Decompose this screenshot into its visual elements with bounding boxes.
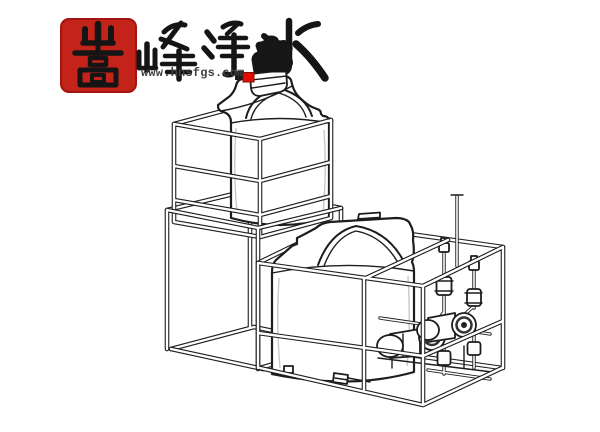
equipment-drawing xyxy=(167,35,503,405)
seal-character-song xyxy=(72,20,124,88)
mount-fitting xyxy=(235,71,243,80)
lower-tank-handle-arch xyxy=(317,225,404,267)
motor-cap xyxy=(263,35,279,45)
foot-valve xyxy=(436,350,452,366)
product-illustration-page: www.hnsfgs.com 嵩 峰净水 xyxy=(40,16,600,416)
brand-logo xyxy=(60,17,329,93)
brand-seal xyxy=(60,18,137,93)
calligraphy-char-feng xyxy=(136,20,198,82)
agitator-motor-assembly xyxy=(235,35,293,97)
brand-website: www.hnsfgs.com xyxy=(141,66,245,80)
skid-frame-back xyxy=(258,194,503,368)
brand-calligraphy xyxy=(136,17,329,82)
lid-tab xyxy=(357,211,381,220)
calligraphy-char-jing xyxy=(201,20,251,78)
red-marker xyxy=(242,72,255,83)
illustration-svg xyxy=(60,17,600,416)
foot-valve xyxy=(466,341,482,356)
